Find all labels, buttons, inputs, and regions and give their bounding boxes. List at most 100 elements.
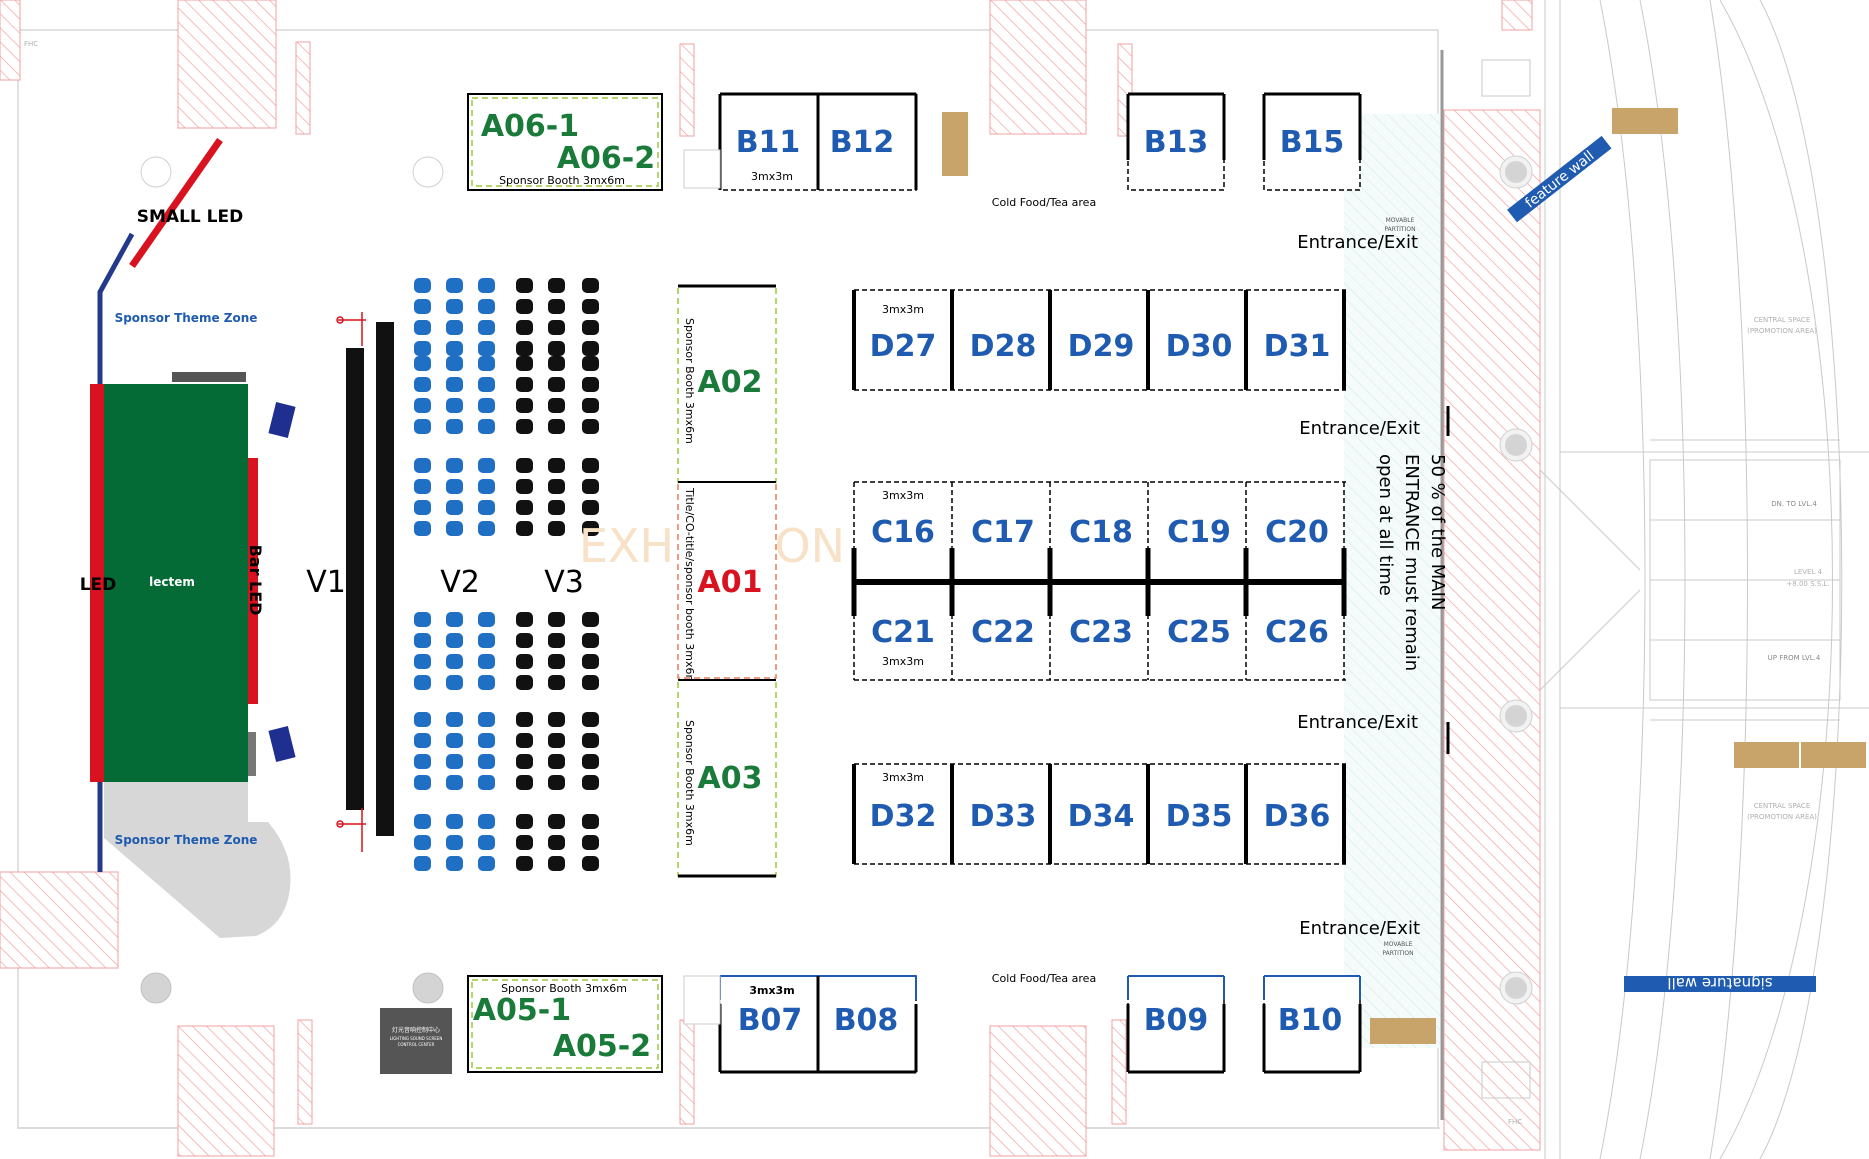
booth-b09[interactable]: B09 [1126,975,1226,1074]
seat [478,419,495,434]
booth-b07-b08[interactable]: 3mx3m B07 B08 [683,975,918,1074]
booth-d28-label[interactable]: D28 [970,329,1037,364]
booth-c19-label[interactable]: C19 [1167,515,1231,550]
seat [582,675,599,690]
svg-text:LIGHTING SOUND SCREEN: LIGHTING SOUND SCREEN [390,1036,443,1041]
seat [548,356,565,371]
seat [414,712,431,727]
seat [548,500,565,515]
cold-food-top-label: Cold Food/Tea area [992,196,1096,209]
seating-v1-label: V1 [306,565,346,600]
movable-partition-top-2: PARTITION [1384,226,1415,233]
seat [446,775,463,790]
fhc-top-label: FHC [24,40,38,48]
booth-b15[interactable]: B15 [1262,92,1362,191]
booth-a02-label: A02 [698,365,763,400]
seat [516,458,533,473]
booth-b13-label: B13 [1144,125,1209,160]
seat [548,320,565,335]
seat [582,479,599,494]
booth-c16-label[interactable]: C16 [871,515,935,550]
seat [414,356,431,371]
booth-c23-label[interactable]: C23 [1069,615,1133,650]
booth-a03-size: Sponsor Booth 3mx6m [683,720,696,846]
entrances: Entrance/Exit Entrance/Exit Entrance/Exi… [1297,232,1420,939]
seat [516,712,533,727]
booth-b11-size: 3mx3m [751,170,793,183]
booth-d29-label[interactable]: D29 [1068,329,1135,364]
booth-d33-label[interactable]: D33 [970,799,1037,834]
seat [478,675,495,690]
seat [446,377,463,392]
booth-b11-b12[interactable]: B11 B12 3mx3m [683,92,918,191]
booth-a01[interactable]: A01 Title/CO-title/sponsor booth 3mx6m [677,481,777,685]
sponsor-zone-bottom-label: Sponsor Theme Zone [115,833,258,847]
seat [516,633,533,648]
seat [446,612,463,627]
booth-a03[interactable]: A03 Sponsor Booth 3mx6m [677,679,777,878]
seat [548,521,565,536]
booth-c21-label[interactable]: C21 [871,615,935,650]
booth-b15-label: B15 [1280,125,1345,160]
svg-text:open at all time: open at all time [1375,454,1396,596]
sponsor-zone-top-label: Sponsor Theme Zone [115,311,258,325]
booth-d34-label[interactable]: D34 [1068,799,1135,834]
booth-d30-label[interactable]: D30 [1166,329,1233,364]
seat [548,419,565,434]
seat [446,356,463,371]
booth-a02-size: Sponsor Booth 3mx6m [683,318,696,444]
booth-d31-label[interactable]: D31 [1264,329,1331,364]
seat [516,835,533,850]
seat [414,299,431,314]
seat [414,733,431,748]
seat [478,835,495,850]
booth-a05[interactable]: Sponsor Booth 3mx6m A05-1 A05-2 [467,975,663,1073]
booth-b10[interactable]: B10 [1262,975,1362,1074]
seat [478,814,495,829]
small-led-label: SMALL LED [137,207,243,227]
booth-a02[interactable]: A02 Sponsor Booth 3mx6m [677,284,777,483]
seat [414,398,431,413]
booth-c22-label[interactable]: C22 [971,615,1035,650]
seat [582,398,599,413]
tan-block [1612,108,1678,134]
booth-d27-label[interactable]: D27 [870,329,937,364]
main-entrance-note: 50 % of the MAIN ENTRANCE must remain op… [1375,454,1448,671]
booth-b07-size: 3mx3m [749,984,794,997]
movable-partition-zone [1344,114,1440,1048]
seat [414,612,431,627]
booth-b13[interactable]: B13 [1126,92,1226,191]
seat [446,398,463,413]
movable-partition-bottom: MOVABLE [1384,941,1413,948]
booth-c25-label[interactable]: C25 [1167,615,1231,650]
booth-c20-label[interactable]: C20 [1265,515,1329,550]
seat [414,654,431,669]
booth-c17-label[interactable]: C17 [971,515,1035,550]
seat [446,835,463,850]
seat [446,712,463,727]
booth-d32-label[interactable]: D32 [870,799,937,834]
led-wall [90,384,104,782]
up-from-label: UP FROM LVL.4 [1768,654,1821,662]
sponsor-zone-bottom-area [104,782,291,938]
seat [414,278,431,293]
cold-food-bottom-label: Cold Food/Tea area [992,972,1096,985]
booth-c18-label[interactable]: C18 [1069,515,1133,550]
led-label: LED [80,575,117,595]
seat-marker-top [336,312,366,852]
signature-wall: signature wall [1624,974,1816,992]
entrance-exit-3: Entrance/Exit [1297,712,1418,733]
seat [582,754,599,769]
central-space-top-label: CENTRAL SPACE [1754,316,1811,324]
seat [446,856,463,871]
booth-d35-label[interactable]: D35 [1166,799,1233,834]
seat [414,835,431,850]
booth-d36-label[interactable]: D36 [1264,799,1331,834]
booth-a06[interactable]: A06-1 A06-2 Sponsor Booth 3mx6m [467,93,663,191]
seat [582,835,599,850]
level-label: LEVEL 4 [1794,568,1823,576]
seat [446,479,463,494]
booth-b11-label: B11 [736,125,801,160]
booth-c26-label[interactable]: C26 [1265,615,1329,650]
